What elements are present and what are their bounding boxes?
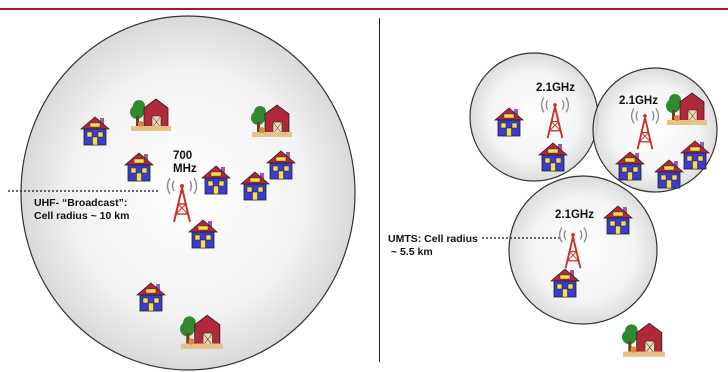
umts-frequency-label-top-right: 2.1GHz: [619, 95, 658, 107]
uhf-caption-line1: UHF- “Broadcast”:: [34, 197, 128, 209]
uhf-frequency-label: 700 MHz: [173, 150, 197, 176]
title-accent-bar: [0, 8, 728, 10]
umts-frequency-label-bottom: 2.1GHz: [555, 209, 594, 221]
umts-cell-bottom: [508, 175, 658, 325]
umts-caption: UMTS: Cell radius ~ 5.5 km: [388, 233, 478, 259]
umts-cell-top-right: [592, 67, 718, 193]
panel-divider: [379, 18, 380, 362]
umts-caption-line1: UMTS: Cell radius: [388, 233, 478, 245]
uhf-frequency-value: 700: [173, 150, 193, 162]
umts-caption-line2: ~ 5.5 km: [388, 246, 433, 258]
uhf-caption: UHF- “Broadcast”: Cell radius ~ 10 km: [34, 197, 129, 223]
uhf-frequency-unit: MHz: [173, 163, 197, 175]
umts-frequency-label-top-left: 2.1GHz: [536, 82, 575, 94]
uhf-caption-line2: Cell radius ~ 10 km: [34, 210, 130, 222]
uhf-cell-circle: [20, 15, 356, 371]
barn-icon: [622, 322, 666, 358]
umts-cell-top-left: [469, 52, 599, 182]
